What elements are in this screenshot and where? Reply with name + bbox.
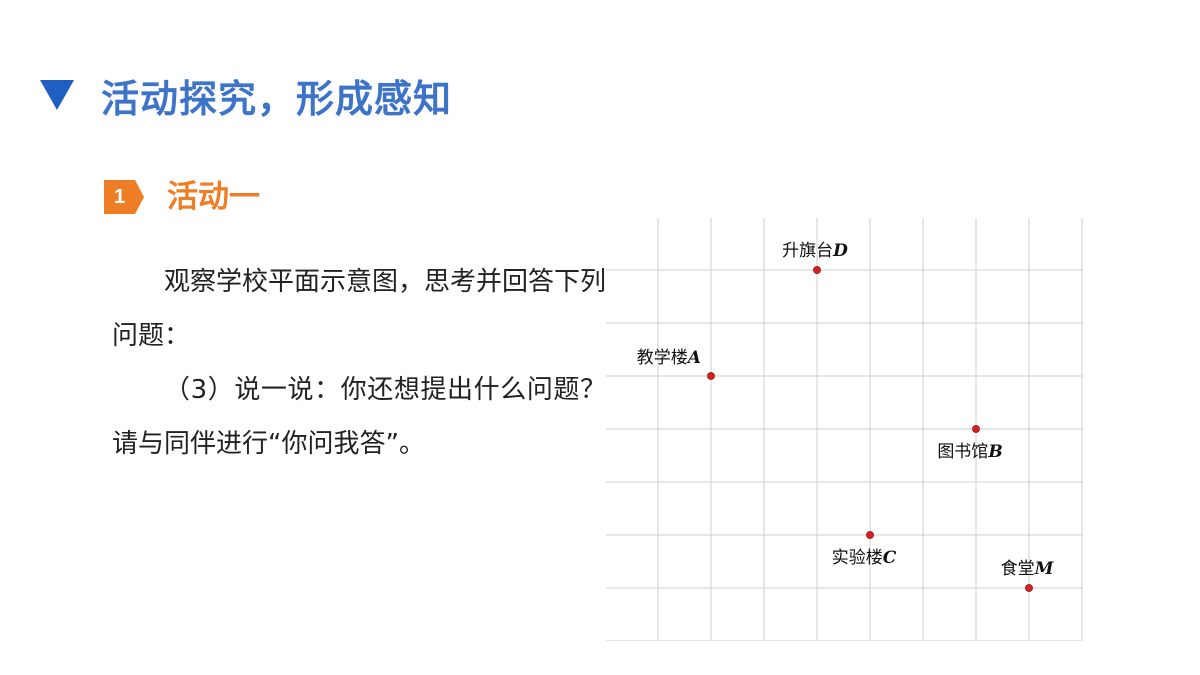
map-label-letter: A — [686, 348, 701, 368]
map-label-name: 图书馆 — [937, 442, 988, 462]
school-plan-grid: 升旗台D 教学楼A 图书馆B 实验楼C 食堂M — [606, 218, 1083, 641]
question-intro: 观察学校平面示意图，思考并回答下列问题： — [112, 267, 607, 351]
question-3: （3）说一说：你还想提出什么问题？请与同伴进行“你问我答”。 — [112, 375, 606, 459]
map-label-d: 升旗台D — [782, 241, 848, 261]
activity-text: 观察学校平面示意图，思考并回答下列问题： （3）说一说：你还想提出什么问题？请与… — [112, 255, 606, 471]
map-point-b — [972, 425, 980, 433]
map-point-a — [707, 372, 715, 380]
map-label-name: 食堂 — [1001, 559, 1035, 579]
map-label-letter: D — [832, 241, 848, 261]
map-label-name: 教学楼 — [637, 348, 688, 368]
map-label-name: 升旗台 — [782, 241, 833, 261]
map-point-m — [1025, 584, 1033, 592]
map-label-name: 实验楼 — [832, 548, 883, 568]
step-title: 活动一 — [167, 179, 260, 215]
map-label-m: 食堂M — [1001, 559, 1055, 579]
school-plan-map: 升旗台D 教学楼A 图书馆B 实验楼C 食堂M — [606, 218, 1084, 641]
step-number: 1 — [113, 186, 126, 208]
map-label-c: 实验楼C — [832, 548, 897, 568]
map-label-letter: C — [883, 548, 897, 568]
section-title: 活动探究，形成感知 — [101, 77, 453, 121]
step-badge: 1 — [104, 180, 144, 214]
map-label-letter: M — [1034, 559, 1055, 579]
map-label-b: 图书馆B — [937, 442, 1002, 462]
map-point-d — [813, 266, 821, 274]
map-label-letter: B — [987, 442, 1002, 462]
map-label-a: 教学楼A — [637, 348, 701, 368]
section-triangle-icon — [40, 80, 74, 110]
map-point-c — [866, 531, 874, 539]
